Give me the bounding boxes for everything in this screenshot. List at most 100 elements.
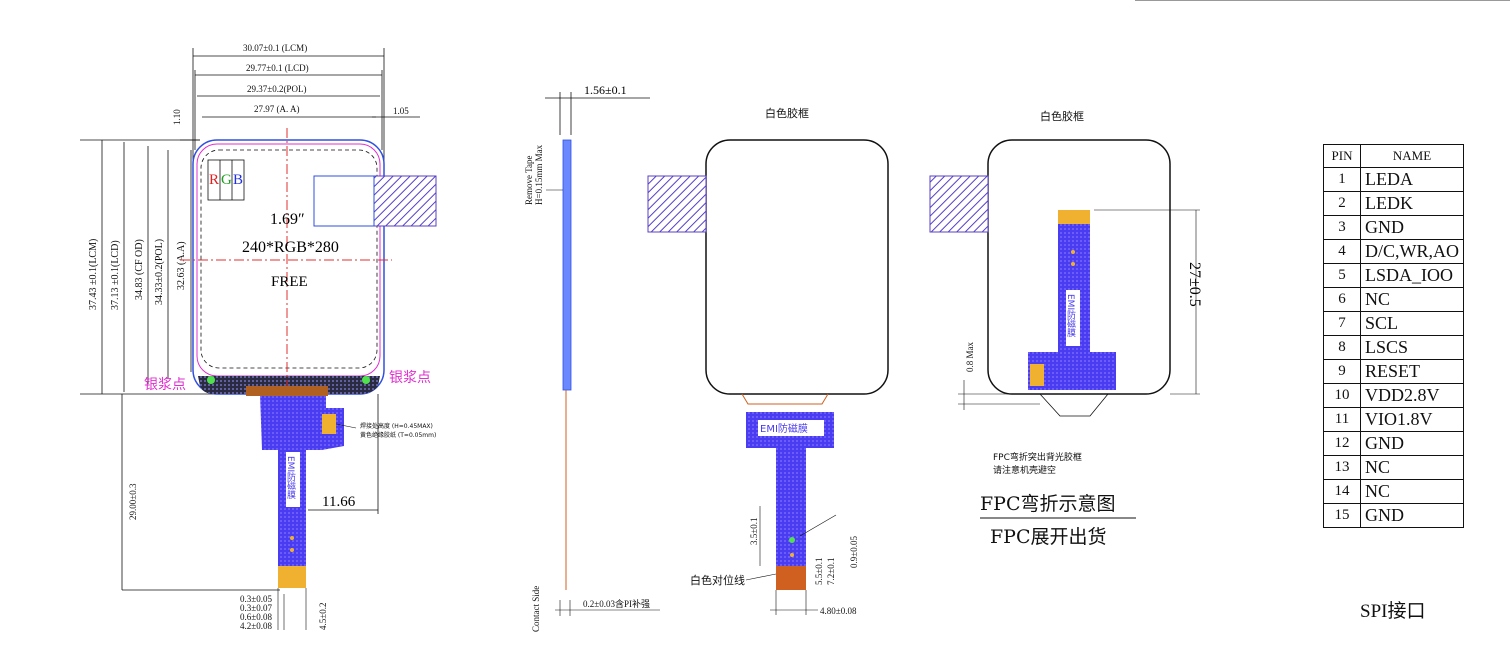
back-view-flat: 白色胶框 EMI防磁膜 白色对位线 3.5±0.1 0.9±0.05 7.2±0… xyxy=(647,106,889,616)
pin-number: 14 xyxy=(1323,479,1361,504)
front-fpc-component xyxy=(322,414,336,434)
front-fpc-gold-fingers xyxy=(278,566,306,588)
bent-frame-label: 白色胶框 xyxy=(1040,109,1084,123)
pin-number: 7 xyxy=(1323,311,1361,336)
front-tab-window xyxy=(313,175,375,227)
pin-name: GND xyxy=(1360,215,1464,240)
dim-pol-width: 29.37±0.2(POL) xyxy=(247,84,306,94)
pin-number: 8 xyxy=(1323,335,1361,360)
pin-name: GND xyxy=(1360,431,1464,456)
caption-fpc-bent: FPC弯折示意图 xyxy=(980,493,1116,515)
side-module-body xyxy=(562,139,572,391)
pin-number: 4 xyxy=(1323,239,1361,264)
front-view: 30.07±0.1 (LCM) 29.77±0.1 (LCD) 29.37±0.… xyxy=(80,43,437,631)
dim-lcm-width: 30.07±0.1 (LCM) xyxy=(243,43,307,53)
front-emi-label: EMI防磁膜 xyxy=(285,456,296,500)
dim-aa-height: 32.63 (A.A) xyxy=(176,241,187,290)
dim-cf-height: 34.83 (CF OD) xyxy=(134,239,145,300)
rgb-b-label: B xyxy=(233,172,243,188)
dim-0-8-max: 0.8 Max xyxy=(965,342,975,372)
pin-number: 15 xyxy=(1323,503,1361,528)
side-tape-height: H=0.15mm Max xyxy=(534,144,544,205)
silver-dot-left xyxy=(207,376,215,384)
silver-paste-label-right: 银浆点 xyxy=(389,370,431,386)
pitch-dim-3: 0.6±0.08 xyxy=(240,612,272,622)
side-view: 1.56±0.1 Remove Tape H=0.15mm Max Contac… xyxy=(524,83,660,632)
bent-note-line2: 请注意机壳避空 xyxy=(993,464,1056,476)
dim-thickness: 1.56±0.1 xyxy=(584,83,627,97)
pin-name: LEDA xyxy=(1360,167,1464,192)
top-border-line xyxy=(1135,0,1510,1)
front-fpc xyxy=(260,394,344,566)
back-emi-label-box xyxy=(758,420,824,436)
side-remove-tape: Remove Tape xyxy=(524,156,534,205)
pin-number: 5 xyxy=(1323,263,1361,288)
pin-number: 13 xyxy=(1323,455,1361,480)
front-note-insulation: 黄色绝缘胶纸 (T=0.05mm) xyxy=(360,431,436,439)
back-stiffener xyxy=(776,566,806,590)
pin-name: NC xyxy=(1360,479,1464,504)
pin-name: NC xyxy=(1360,287,1464,312)
free-label: FREE xyxy=(271,274,308,290)
bent-fpc-gold-fingers xyxy=(1058,210,1090,224)
pitch-dim-4: 4.2±0.08 xyxy=(240,621,272,631)
back-view-bent: 白色胶框 EMI防磁膜 27±0.5 0.8 Max FPC弯折突出背光胶框 请… xyxy=(929,109,1203,548)
front-horizontal-dimensions xyxy=(180,48,420,160)
bent-emi-label: EMI防磁膜 xyxy=(1065,294,1076,338)
dim-4-5: 4.5±0.2 xyxy=(318,603,328,630)
pin-name: NC xyxy=(1360,455,1464,480)
pin-name: VIO1.8V xyxy=(1360,407,1464,432)
resolution-label: 240*RGB*280 xyxy=(242,239,339,256)
pin-number: 9 xyxy=(1323,359,1361,384)
caption-fpc-flat: FPC展开出货 xyxy=(990,526,1107,548)
name-header: NAME xyxy=(1360,144,1464,168)
silver-dot-right xyxy=(362,376,370,384)
dim-7-2: 7.2±0.1 xyxy=(826,558,836,585)
dim-5-5: 5.5±0.1 xyxy=(814,558,824,585)
dim-3-5: 3.5±0.1 xyxy=(749,518,759,545)
bent-protective-film-tab xyxy=(929,175,989,233)
bottom-glass-strip xyxy=(198,376,380,394)
dim-4-80: 4.80±0.08 xyxy=(820,606,857,616)
pin-name: RESET xyxy=(1360,359,1464,384)
dim-0-9: 0.9±0.05 xyxy=(849,536,859,568)
pin-name: SCL xyxy=(1360,311,1464,336)
back-protective-film-tab xyxy=(647,175,707,233)
back-align-label: 白色对位线 xyxy=(690,573,745,587)
rgb-g-label: G xyxy=(221,172,232,188)
pin-name: LEDK xyxy=(1360,191,1464,216)
silver-paste-label-left: 银浆点 xyxy=(144,377,186,393)
dim-pol-height: 34.33±0.2(POL) xyxy=(154,239,165,305)
rgb-pixel-box xyxy=(207,159,245,201)
dim-aa-width: 27.97 (A. A) xyxy=(254,104,300,114)
pin-number: 11 xyxy=(1323,407,1361,432)
dim-1-10: 1.10 xyxy=(172,109,182,125)
back-emi-label: EMI防磁膜 xyxy=(760,422,808,435)
rgb-r-label: R xyxy=(209,172,219,188)
side-pi-stiffener: 0.2±0.03含PI补强 xyxy=(583,598,650,609)
bent-fpc-component xyxy=(1030,364,1044,386)
pin-number: 3 xyxy=(1323,215,1361,240)
dim-27: 27±0.5 xyxy=(1186,262,1203,307)
pitch-dim-1: 0.3±0.05 xyxy=(240,594,272,604)
active-area-outline xyxy=(200,149,378,369)
pin-name: LSDA_IOO xyxy=(1360,263,1464,288)
pin-number: 12 xyxy=(1323,431,1361,456)
pin-table-header: PIN NAME xyxy=(1323,144,1464,168)
pin-name: LSCS xyxy=(1360,335,1464,360)
screen-size-label: 1.69″ xyxy=(270,211,305,228)
back-frame-outline xyxy=(705,139,889,395)
front-note-solder-height: 焊接处高度 (H=0.45MAX) xyxy=(360,422,433,430)
